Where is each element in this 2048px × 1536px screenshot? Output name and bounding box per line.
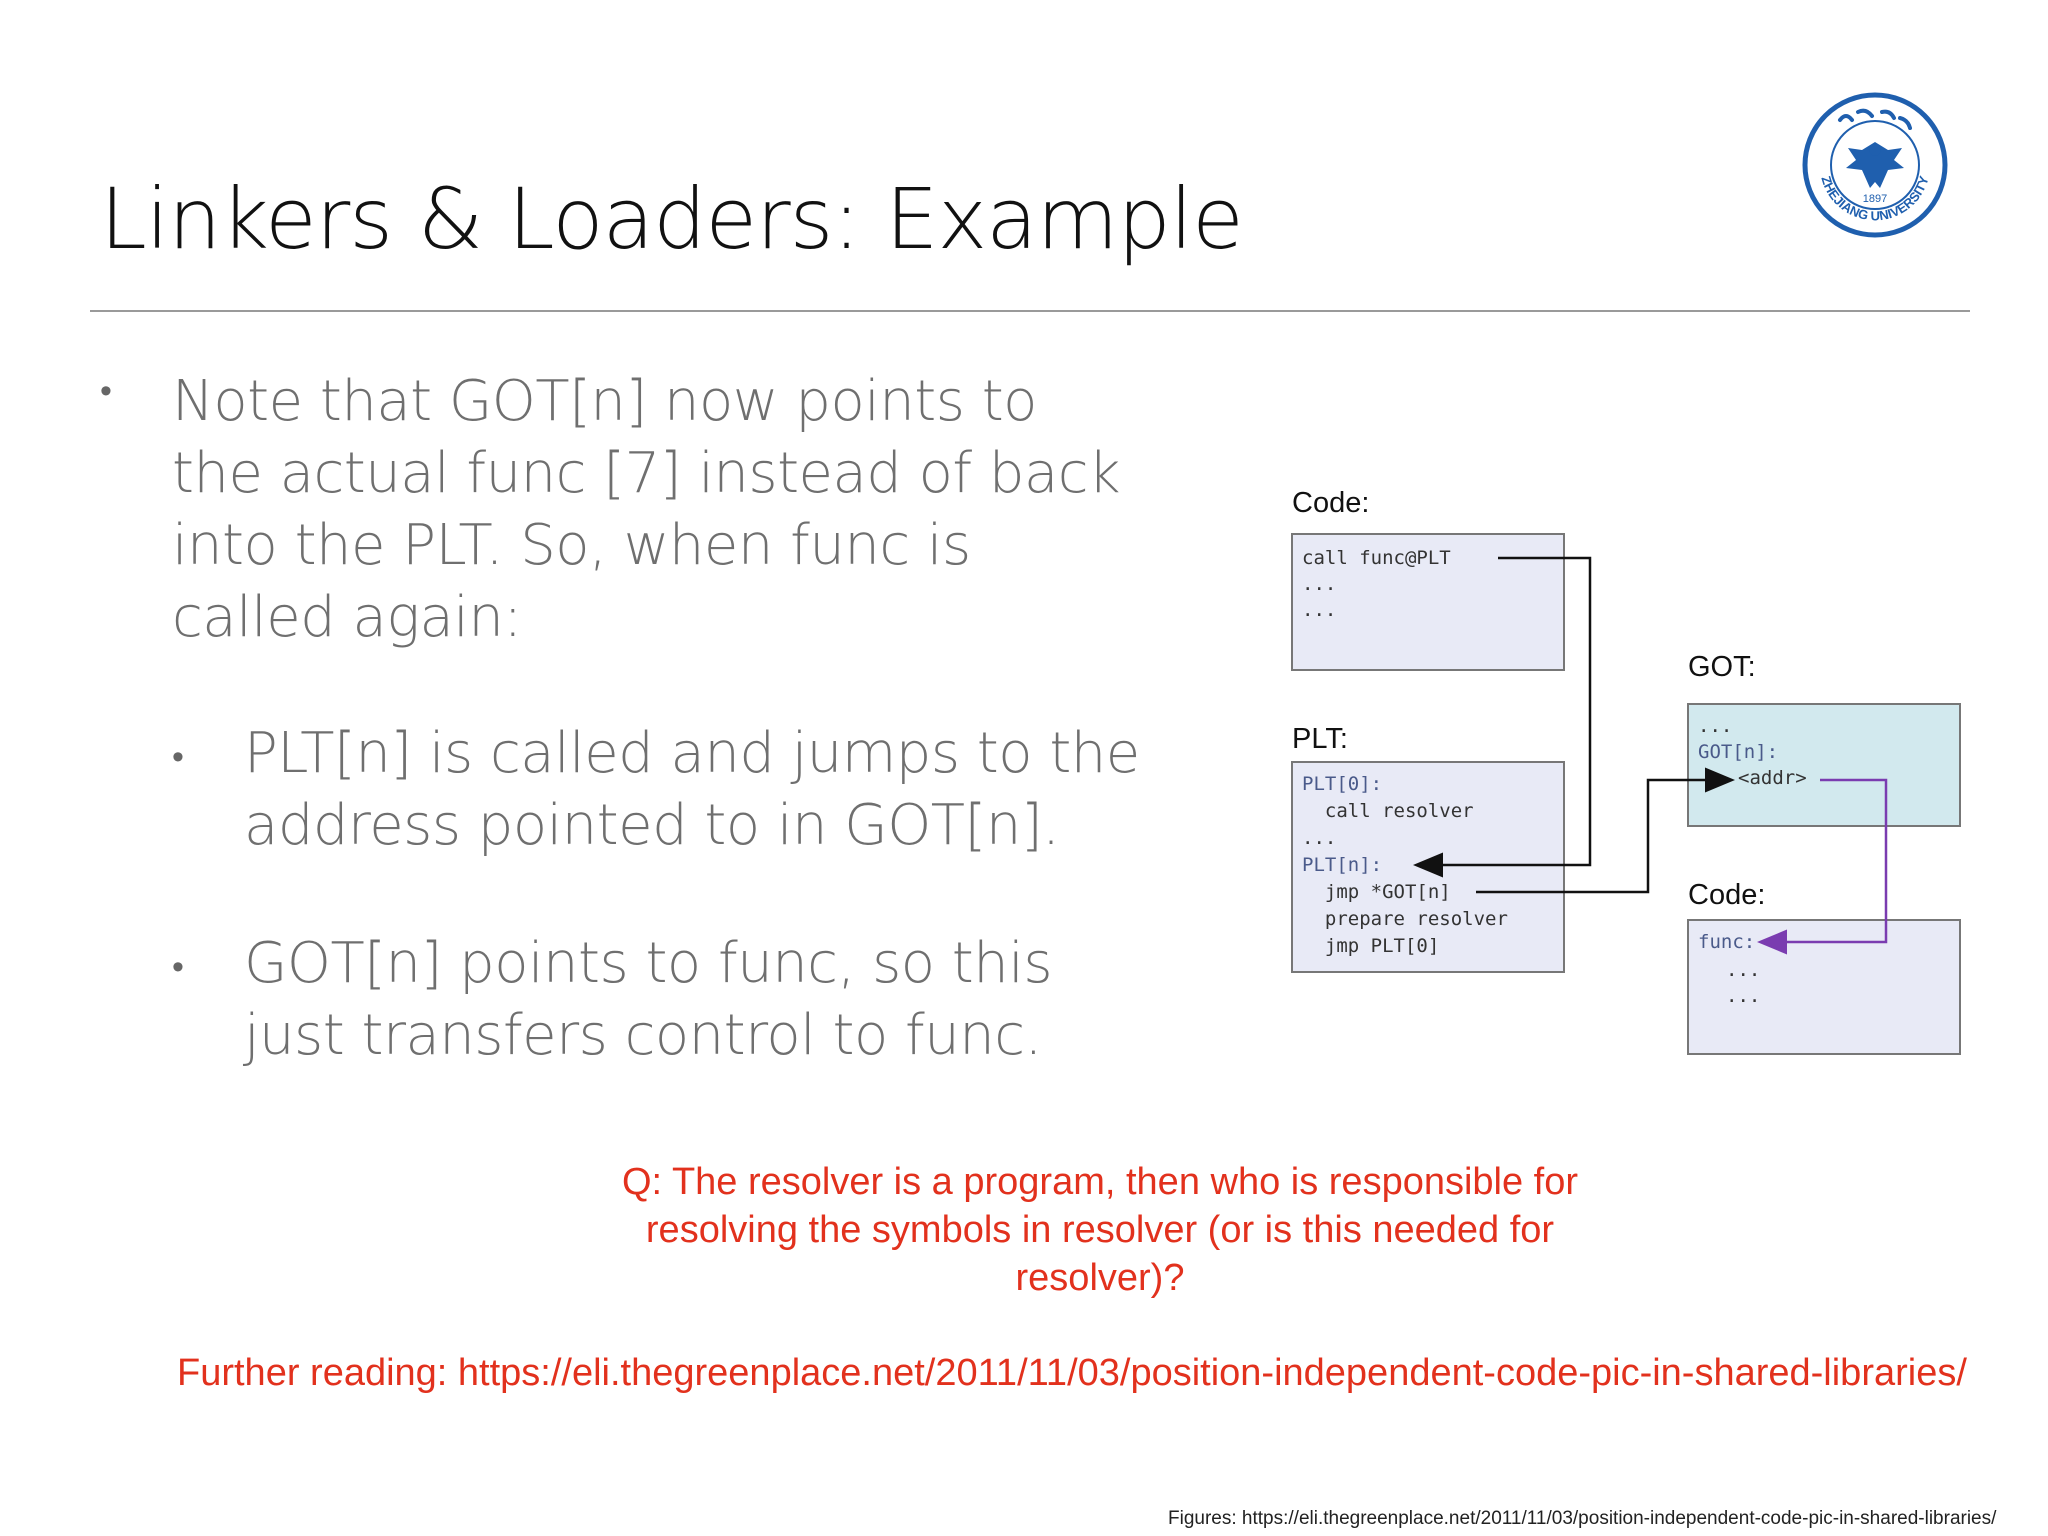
zhejiang-university-logo-icon: 1897 ZHEJIANG UNIVERSITY xyxy=(1802,92,1948,238)
bullet-text-sub-got: GOT[n] points to func, so this just tran… xyxy=(244,931,1053,1068)
got-line: GOT[n]: xyxy=(1698,741,1778,763)
plt-line: jmp *GOT[n] xyxy=(1302,881,1451,903)
code-bottom-line: func: xyxy=(1698,931,1755,953)
plt-line: PLT[n]: xyxy=(1302,854,1382,876)
code-top-label: Code: xyxy=(1292,487,1369,519)
code-top-box xyxy=(1291,533,1565,671)
plt-line: jmp PLT[0] xyxy=(1302,935,1439,957)
code-bottom-line: ... xyxy=(1726,985,1760,1007)
arrow-call-to-plt xyxy=(1413,556,1592,878)
got-line: <addr> xyxy=(1738,767,1807,789)
plt-got-diagram: Code: call func@PLT ... ... PLT: PLT[0]:… xyxy=(1291,487,1961,1055)
got-line: ... xyxy=(1698,715,1732,737)
plt-line: PLT[0]: xyxy=(1302,773,1382,795)
slide-title: Linkers & Loaders: Example xyxy=(100,170,1244,268)
plt-line: ... xyxy=(1302,827,1336,849)
bullet-text-sub-plt: PLT[n] is called and jumps to the addres… xyxy=(244,721,1140,858)
code-bottom-line: ... xyxy=(1726,959,1760,981)
arrow-got-to-func xyxy=(1757,778,1888,955)
code-bottom-label: Code: xyxy=(1688,879,1765,911)
got-label: GOT: xyxy=(1688,651,1756,683)
figures-credit: Figures: https://eli.thegreenplace.net/2… xyxy=(1168,1508,1997,1529)
plt-line: call resolver xyxy=(1302,800,1474,822)
svg-text:1897: 1897 xyxy=(1863,193,1887,205)
code-top-line: ... xyxy=(1302,573,1336,595)
plt-line: prepare resolver xyxy=(1302,908,1508,930)
arrow-jmp-to-got xyxy=(1476,767,1735,894)
further-reading-link[interactable]: Further reading: https://eli.thegreenpla… xyxy=(177,1352,1967,1394)
title-divider xyxy=(90,310,1970,312)
bullet-marker: • xyxy=(172,738,184,776)
bullet-marker: • xyxy=(172,948,184,986)
bullet-text-main: Note that GOT[n] now points to the actua… xyxy=(172,369,1121,650)
plt-label: PLT: xyxy=(1292,723,1348,755)
bullet-marker: • xyxy=(100,372,112,410)
question-text: Q: The resolver is a program, then who i… xyxy=(621,1161,1579,1299)
got-box xyxy=(1687,703,1961,827)
code-top-line: ... xyxy=(1302,599,1336,621)
code-top-line: call func@PLT xyxy=(1302,547,1451,569)
